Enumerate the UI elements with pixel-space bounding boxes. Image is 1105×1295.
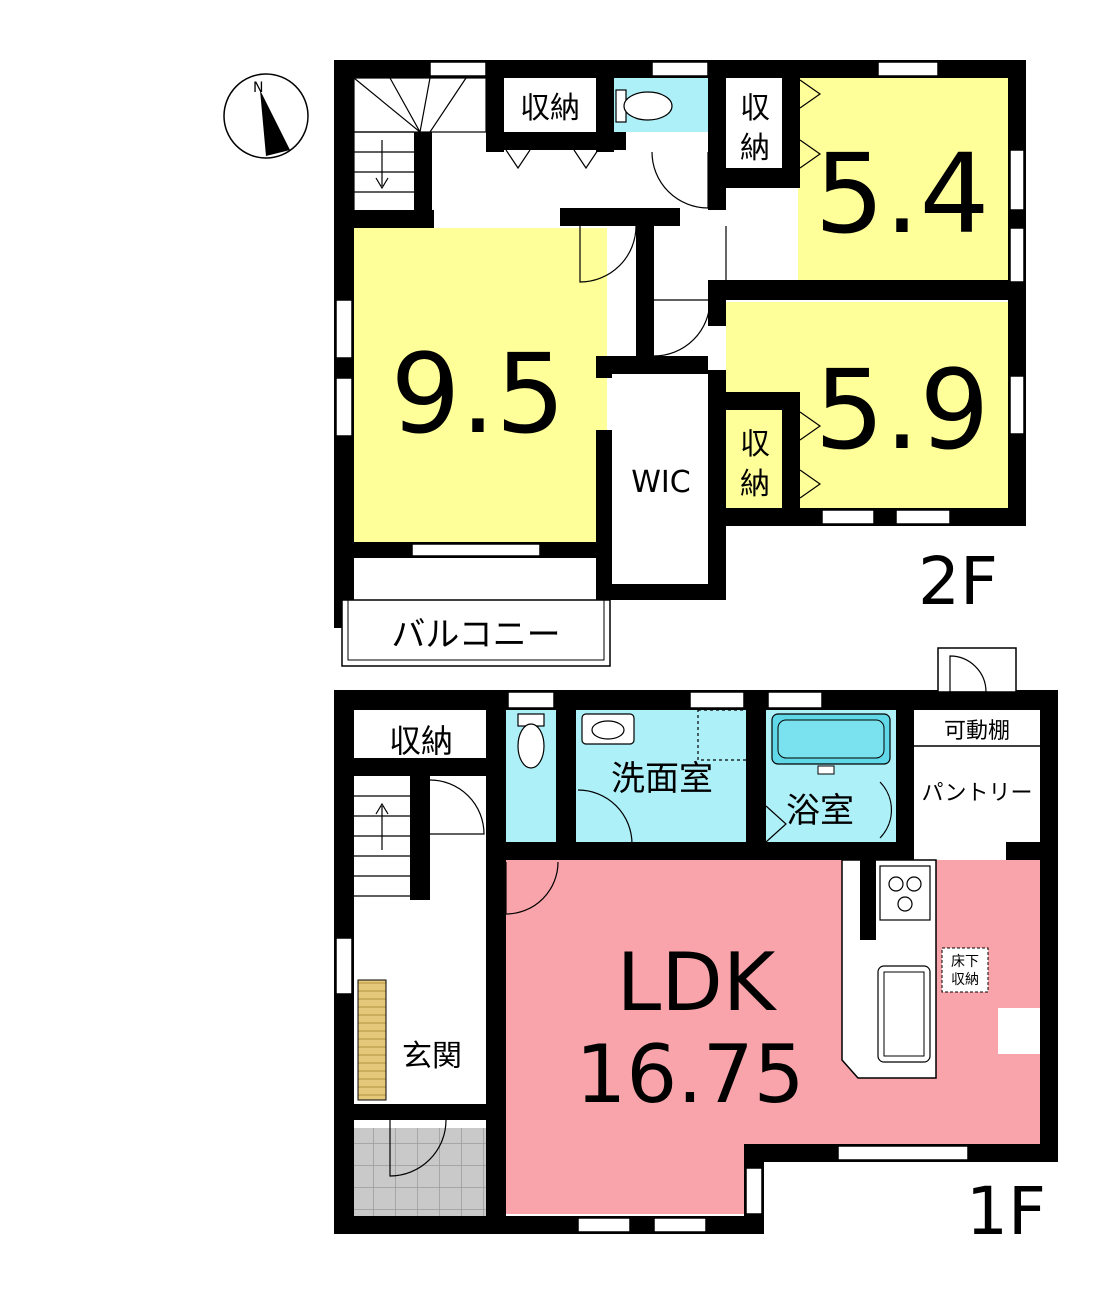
floor-2-windows [335,61,1025,557]
bedroom-large-fill [352,228,607,544]
pantry-area [914,647,1040,842]
ldk-name-label: LDK [617,936,778,1029]
bedroom-ne-size: 5.4 [815,130,990,258]
fridge-space [998,1008,1044,1054]
floor-1-label: 1F [966,1173,1046,1250]
floor-1-windows [335,691,969,1233]
wic-label: WIC [631,465,690,500]
floor-2-label: 2F [918,543,998,620]
sink-icon [877,965,931,1063]
balcony-area [341,599,611,667]
storage-ne-label-1: 収 [740,91,770,126]
toilet-1f-icon [517,713,545,769]
toilet-2f-icon [615,89,673,123]
kitchen-counter [841,859,937,1079]
floor-1-doors [389,655,987,1177]
storage-hall-label: 収納 [520,91,580,126]
wic-fill [612,375,708,585]
entrance-label: 玄関 [402,1039,462,1074]
floor-2-stairs-icon [353,77,487,210]
north-label: N [253,80,263,96]
shoe-cabinet-fill [357,979,387,1101]
storage-se-label-1: 収 [740,427,770,462]
movable-shelf-label: 可動棚 [944,719,1010,744]
porch-tile-fill [354,1128,488,1218]
pantry-label: パントリー [921,781,1032,806]
underfloor-storage-box [941,947,989,993]
wash-basin-icon [581,713,635,745]
bathtub-icon [771,713,891,775]
bedroom-se-size: 5.9 [815,346,990,474]
washroom-label: 洗面室 [611,759,713,799]
storage-se-label-2: 納 [740,467,770,502]
storage-1f-label: 収納 [389,722,453,760]
underfloor-storage-label-2: 収納 [951,972,979,988]
floor-1-plan: 収納 洗面室 浴室 可動棚 パントリー 玄関 床下 収納 LDK 16.75 1… [334,647,1058,1250]
storage-ne-label-2: 納 [740,131,770,166]
floor-2-doors [505,79,822,499]
bedroom-large-size: 9.5 [391,330,566,458]
underfloor-storage-label-1: 床下 [951,954,979,970]
balcony-label: バルコニー [391,615,560,655]
bathroom-label: 浴室 [786,791,854,831]
ldk-size-label: 16.75 [575,1028,804,1121]
bedroom-ne-fill [798,78,1011,281]
floor-2-plan: 9.5 5.4 5.9 WIC 収納 収 納 収 納 バルコニー 2F [334,60,1026,667]
stove-icon [879,865,931,921]
north-compass-icon: N [223,73,309,159]
floor-1-stairs-icon [354,795,410,897]
